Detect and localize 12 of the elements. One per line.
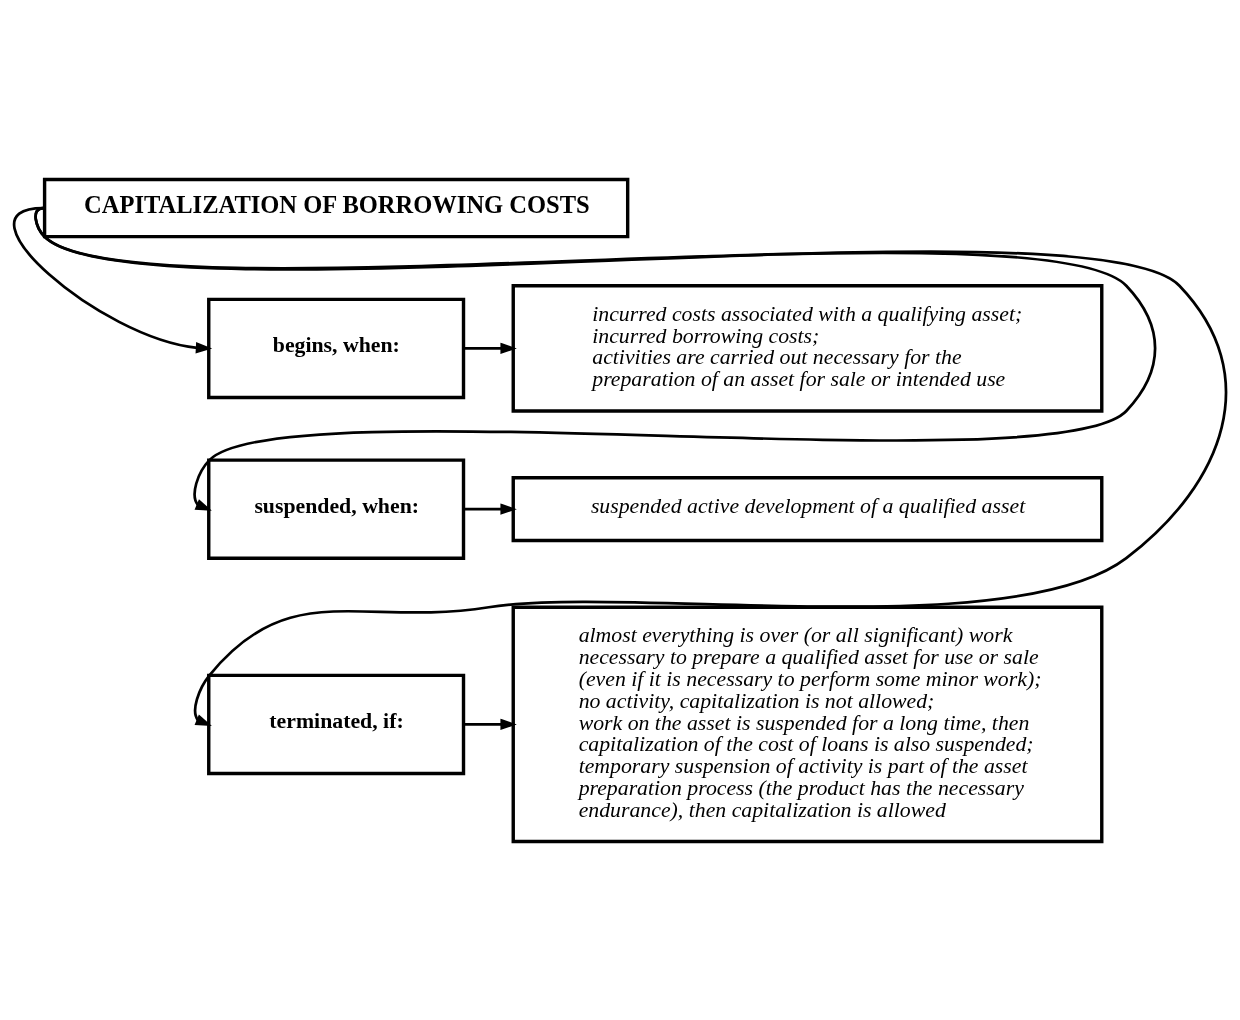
node-box: terminated, if: [207, 673, 466, 775]
arrow [463, 342, 517, 354]
node-box: suspended, when: [207, 457, 466, 560]
arrow [37, 207, 1227, 726]
node-box: begins, when: [207, 297, 466, 399]
arrow [463, 502, 517, 515]
node-box: almost everything is over (or all significant) work necessary to prepare a qualified asset for use or sale (even if it is necessary to perform some minor work); no activity, capitalization is not allowed; work on the asset is suspended for a long time, then capitalization of the cost of loans is also suspended; temporary suspension of activity is part of the asset preparation process (the product has the necessary endurance), then capitalization is allowed [511, 605, 1104, 843]
node-box: suspended active development of a qualified asset [511, 475, 1104, 542]
node-box: incurred costs associated with a qualifying asset; incurred borrowing costs; activities are carried out necessary for the preparation of an asset for sale or intended use [511, 283, 1104, 413]
node-box: CAPITALIZATION OF BORROWING COSTS [42, 177, 630, 238]
arrow [13, 206, 213, 353]
arrow [463, 718, 517, 730]
